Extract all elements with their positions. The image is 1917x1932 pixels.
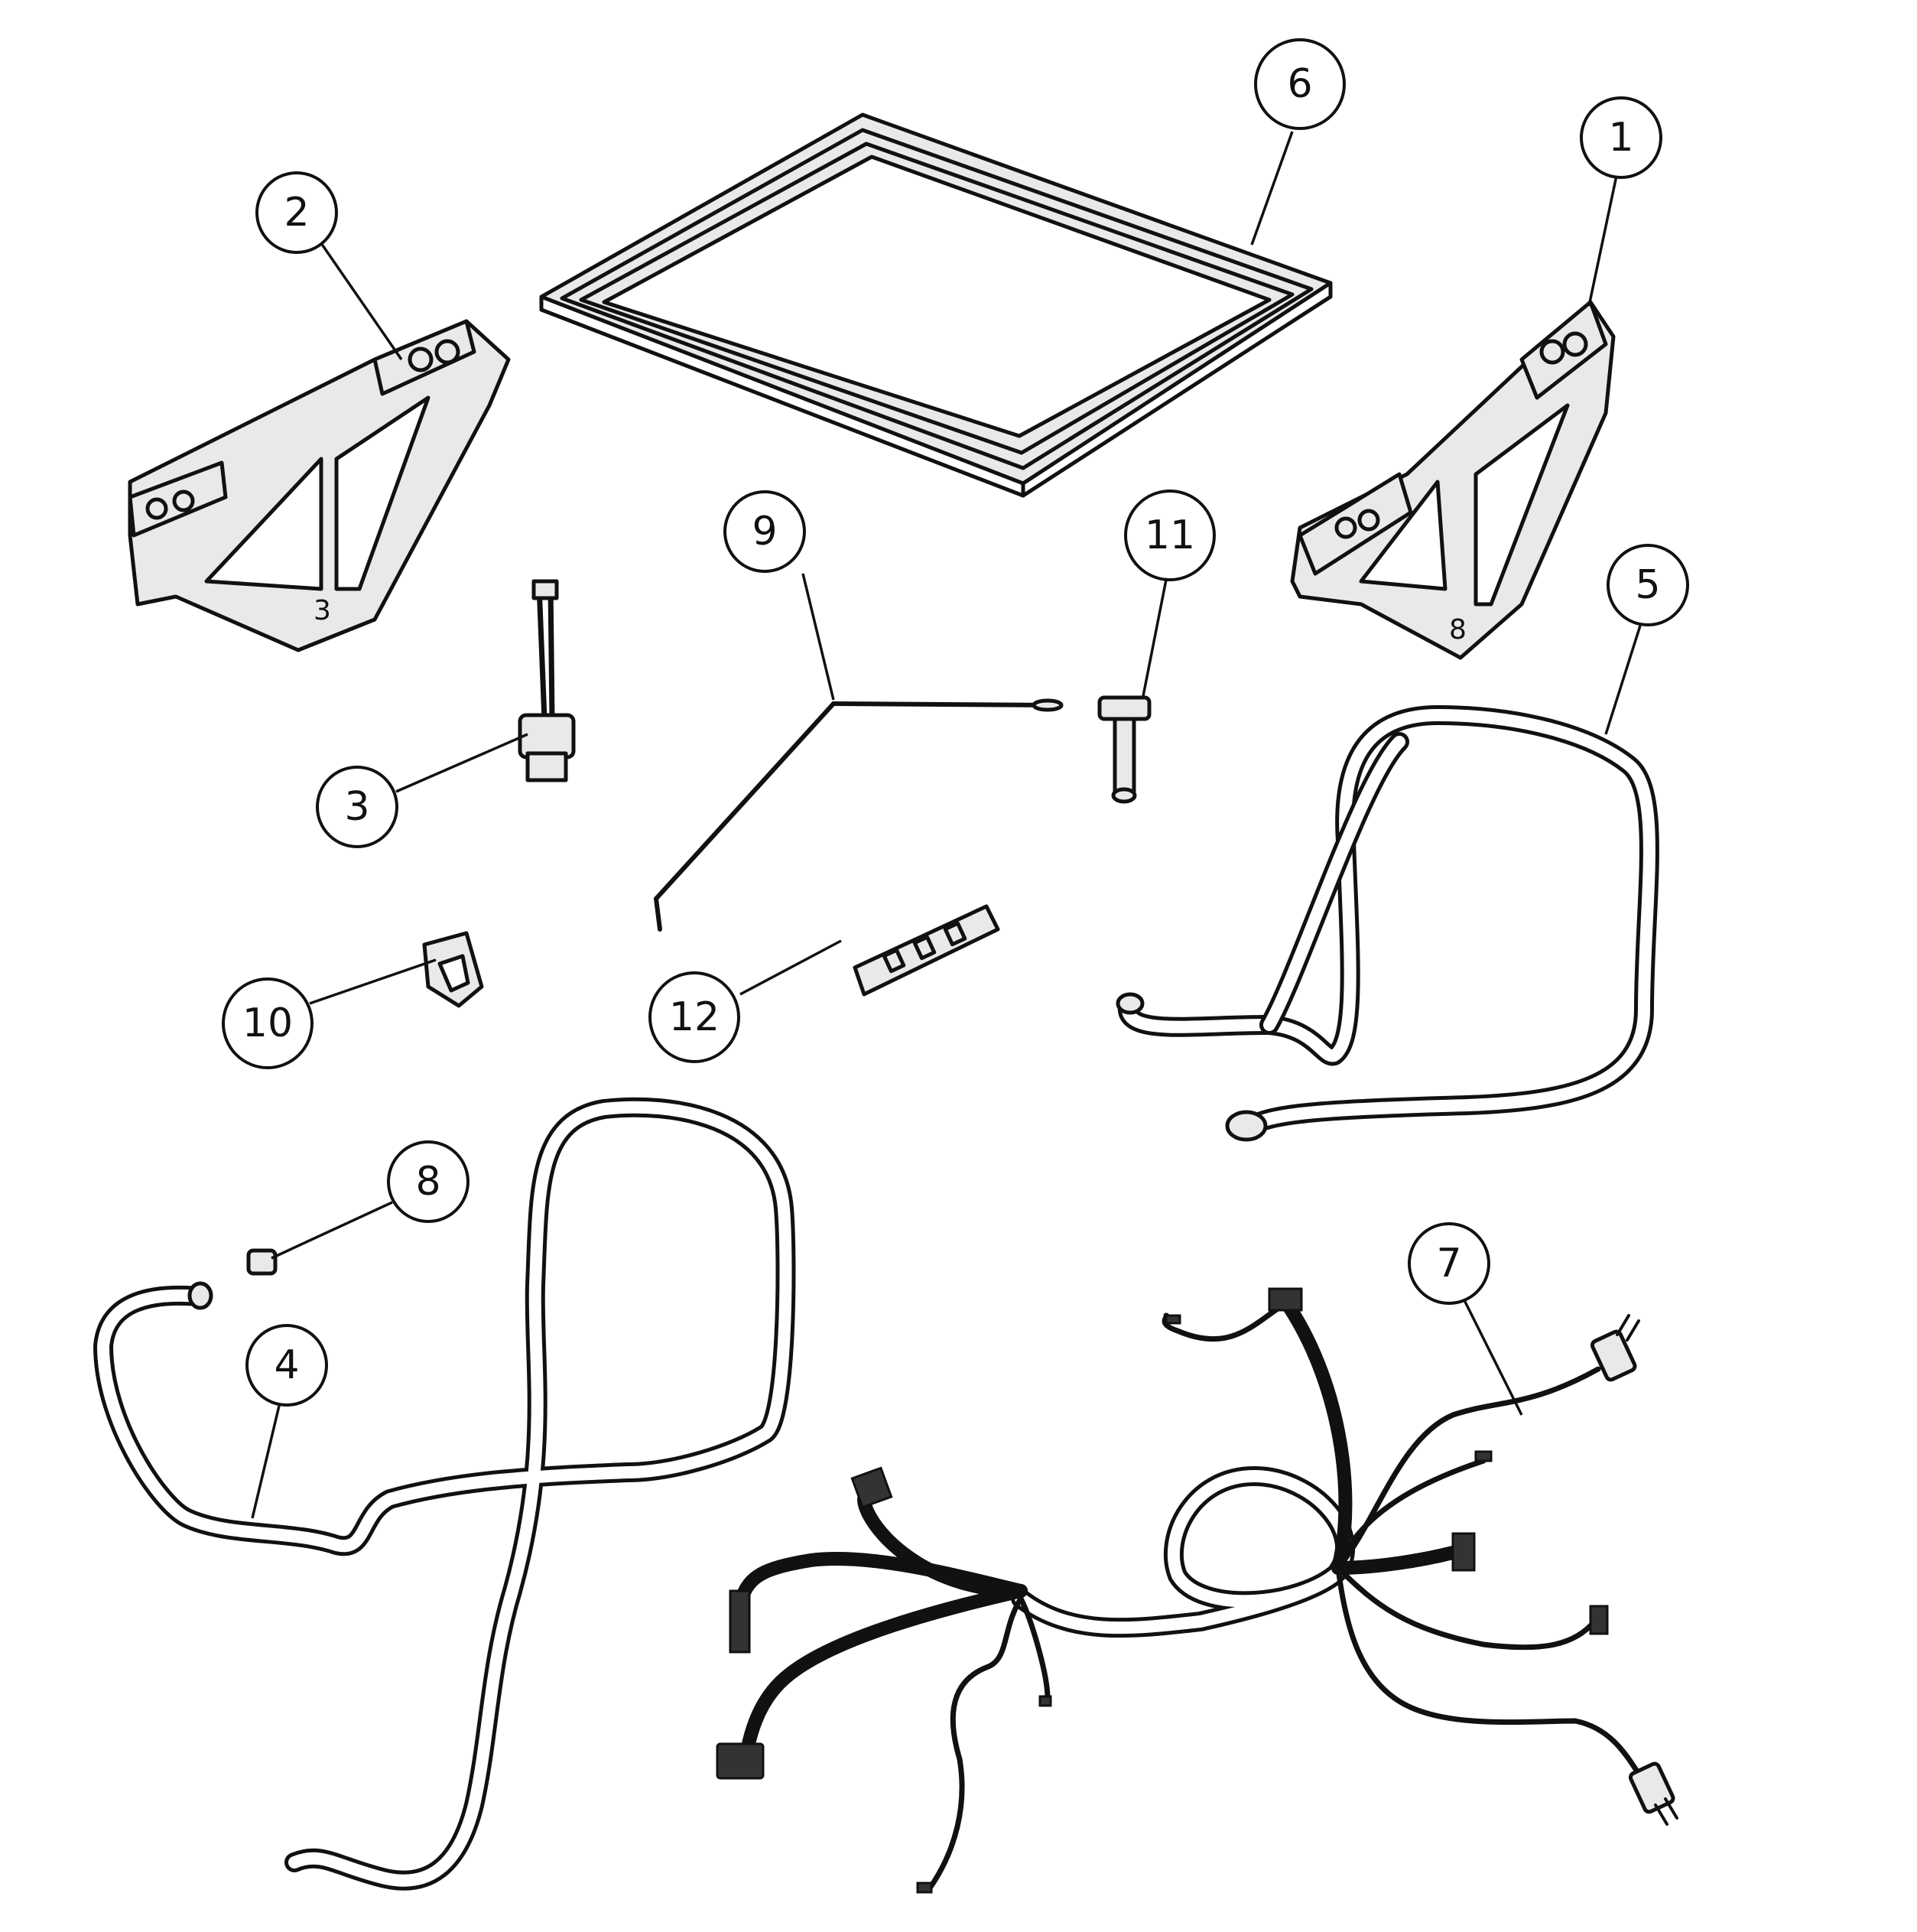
callout-8: 8 [387,1140,470,1223]
leader-1 [1587,171,1619,307]
leader-11 [1142,579,1168,697]
callout-3-label: 3 [344,784,369,830]
clip-part-10 [422,931,484,1008]
pin-part-11 [1097,695,1152,804]
wire-harness-part-7 [716,1287,1678,1894]
callout-1: 1 [1580,96,1662,179]
callout-2-label: 2 [284,190,309,236]
callout-8-label: 8 [415,1159,440,1205]
grommet-part-8 [246,1248,278,1276]
callout-6-label: 6 [1287,61,1312,107]
leader-4 [251,1405,281,1519]
right-bracket-part-1: 8 [1290,300,1616,660]
callout-4-label: 4 [274,1342,299,1388]
leader-8 [271,1201,393,1260]
callout-11: 11 [1124,490,1216,581]
hose-part-5 [1116,705,1659,1142]
callout-9-label: 9 [752,509,777,555]
leader-lines [251,131,1642,1519]
callout-3: 3 [316,766,398,848]
rod-part-9 [654,698,1064,932]
callout-5-label: 5 [1635,562,1660,608]
callout-1-label: 1 [1608,115,1633,161]
callout-7-label: 7 [1436,1241,1461,1286]
leader-6 [1250,131,1294,246]
leader-9 [801,573,835,701]
right-bracket-mark: 8 [1449,614,1467,646]
left-bracket-mark: 3 [314,595,331,626]
top-frame-part-6 [539,112,1333,498]
callout-9: 9 [723,490,806,573]
leader-3 [395,733,528,793]
hose-part-4 [93,1097,796,1891]
leader-2 [320,242,403,360]
callout-10-label: 10 [242,1000,293,1046]
callout-12-label: 12 [669,994,720,1040]
callout-12: 12 [648,971,740,1063]
left-bracket-part-2: 3 [128,319,511,652]
leader-7 [1463,1299,1523,1416]
callout-2: 2 [255,171,338,254]
leader-10 [309,958,437,1005]
latch-part-12 [853,904,1000,997]
switch-part-3 [518,579,576,782]
leader-5 [1604,625,1642,735]
callout-7: 7 [1408,1222,1490,1305]
leader-12 [739,939,842,996]
callout-10: 10 [222,977,314,1069]
callout-6: 6 [1254,38,1346,130]
callout-4: 4 [245,1324,328,1407]
callout-11-label: 11 [1145,512,1195,558]
callout-5: 5 [1607,544,1689,626]
